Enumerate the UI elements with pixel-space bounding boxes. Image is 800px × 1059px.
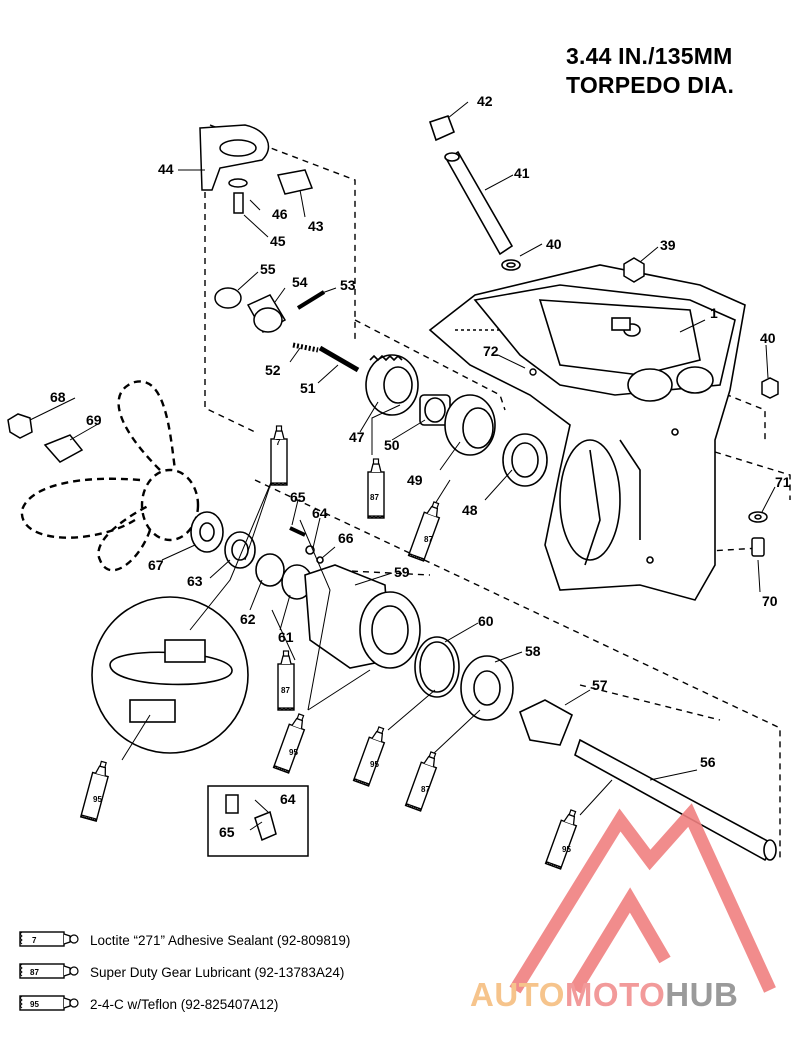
diagram-title: 3.44 IN./135MM TORPEDO DIA.	[566, 42, 734, 100]
callout-66: 66	[338, 530, 354, 546]
callout-61: 61	[278, 629, 294, 645]
gears-and-bearings-upper	[365, 354, 548, 487]
callout-43: 43	[308, 218, 324, 234]
title-line-2: TORPEDO DIA.	[566, 72, 735, 98]
prop-nut-and-tab	[7, 413, 84, 463]
callout-numbers: 1 39 40 40 41 42 43 44 45 46 47 48 49 50…	[50, 93, 791, 840]
callout-1: 1	[710, 305, 718, 321]
callout-65: 65	[219, 824, 235, 840]
bolt-72	[529, 368, 537, 376]
tube-95	[352, 724, 390, 787]
tube-icon: 95	[19, 995, 79, 1011]
tube-label: 7	[276, 438, 281, 447]
tube-label: 87	[281, 686, 290, 695]
callout-69: 69	[86, 412, 102, 428]
shift-parts	[214, 287, 360, 373]
callout-64: 64	[280, 791, 296, 807]
propeller-outline	[20, 380, 200, 572]
legend-row: 7 Loctite “271” Adhesive Sealant (92-809…	[18, 928, 438, 960]
callout-57: 57	[592, 677, 608, 693]
callout-50: 50	[384, 437, 400, 453]
callout-44: 44	[158, 161, 174, 177]
callout-51: 51	[300, 380, 316, 396]
legend-row: 87 Super Duty Gear Lubricant (92-13783A2…	[18, 960, 438, 992]
gear-housing	[428, 264, 746, 601]
leader-lines	[29, 101, 776, 831]
callout-72: 72	[483, 343, 499, 359]
callout-67: 67	[148, 557, 164, 573]
watermark-text: AUTOMOTOHUB	[470, 976, 738, 1014]
tube-label: 95	[289, 748, 298, 757]
water-tube-parts	[428, 114, 521, 271]
callout-45: 45	[270, 233, 286, 249]
inset-box	[207, 785, 309, 857]
tube-95	[272, 711, 310, 774]
callout-52: 52	[265, 362, 281, 378]
callout-54: 54	[292, 274, 308, 290]
tube-95	[544, 807, 582, 870]
callout-49: 49	[407, 472, 423, 488]
callout-70: 70	[762, 593, 778, 609]
callout-53: 53	[340, 277, 356, 293]
legend-row: 95 2-4-C w/Teflon (92-825407A12)	[18, 992, 438, 1024]
callout-64: 64	[312, 505, 328, 521]
watermark-part-1: AUTO	[470, 976, 565, 1013]
callout-62: 62	[240, 611, 256, 627]
lubricant-legend: 7 Loctite “271” Adhesive Sealant (92-809…	[18, 928, 438, 1024]
tube-7	[270, 425, 288, 486]
callout-56: 56	[700, 754, 716, 770]
svg-text:87: 87	[30, 968, 39, 977]
tube-95	[80, 759, 113, 822]
tube-87	[407, 499, 445, 562]
callout-41: 41	[514, 165, 530, 181]
gears-and-bearings-lower	[190, 511, 777, 862]
title-line-1: 3.44 IN./135MM	[566, 43, 733, 69]
tube-label: 87	[370, 493, 379, 502]
watermark-part-3: HUB	[665, 976, 739, 1013]
svg-text:95: 95	[30, 1000, 39, 1009]
callout-63: 63	[187, 573, 203, 589]
callout-39: 39	[660, 237, 676, 253]
callout-58: 58	[525, 643, 541, 659]
callout-40: 40	[760, 330, 776, 346]
callout-59: 59	[394, 564, 410, 580]
callout-42: 42	[477, 93, 493, 109]
detail-circle	[91, 596, 249, 754]
legend-label: Super Duty Gear Lubricant (92-13783A24)	[90, 965, 345, 980]
tube-icon: 87	[19, 963, 79, 979]
tube-label: 95	[370, 760, 379, 769]
tube-label: 87	[424, 535, 433, 544]
callout-68: 68	[50, 389, 66, 405]
tube-icon: 7	[19, 931, 79, 947]
callout-47: 47	[349, 429, 365, 445]
tube-87	[277, 650, 295, 711]
nuts-and-studs	[623, 257, 779, 557]
callout-65: 65	[290, 489, 306, 505]
tube-87	[367, 458, 385, 519]
callout-60: 60	[478, 613, 494, 629]
tube-label: 95	[562, 845, 571, 854]
callout-71: 71	[775, 474, 791, 490]
watermark-logo	[509, 803, 776, 994]
watermark-part-2: MOTO	[564, 976, 666, 1013]
svg-text:7: 7	[32, 936, 37, 945]
tube-87	[404, 749, 442, 812]
tube-label: 95	[93, 795, 102, 804]
callout-46: 46	[272, 206, 288, 222]
callout-40: 40	[546, 236, 562, 252]
trim-tab-parts	[199, 124, 314, 214]
legend-label: 2-4-C w/Teflon (92-825407A12)	[90, 997, 279, 1012]
callout-48: 48	[462, 502, 478, 518]
tube-label: 87	[421, 785, 430, 794]
legend-label: Loctite “271” Adhesive Sealant (92-80981…	[90, 933, 351, 948]
tube-labels: 7 87 87 87 95 95 95 87 95	[93, 438, 571, 854]
callout-55: 55	[260, 261, 276, 277]
